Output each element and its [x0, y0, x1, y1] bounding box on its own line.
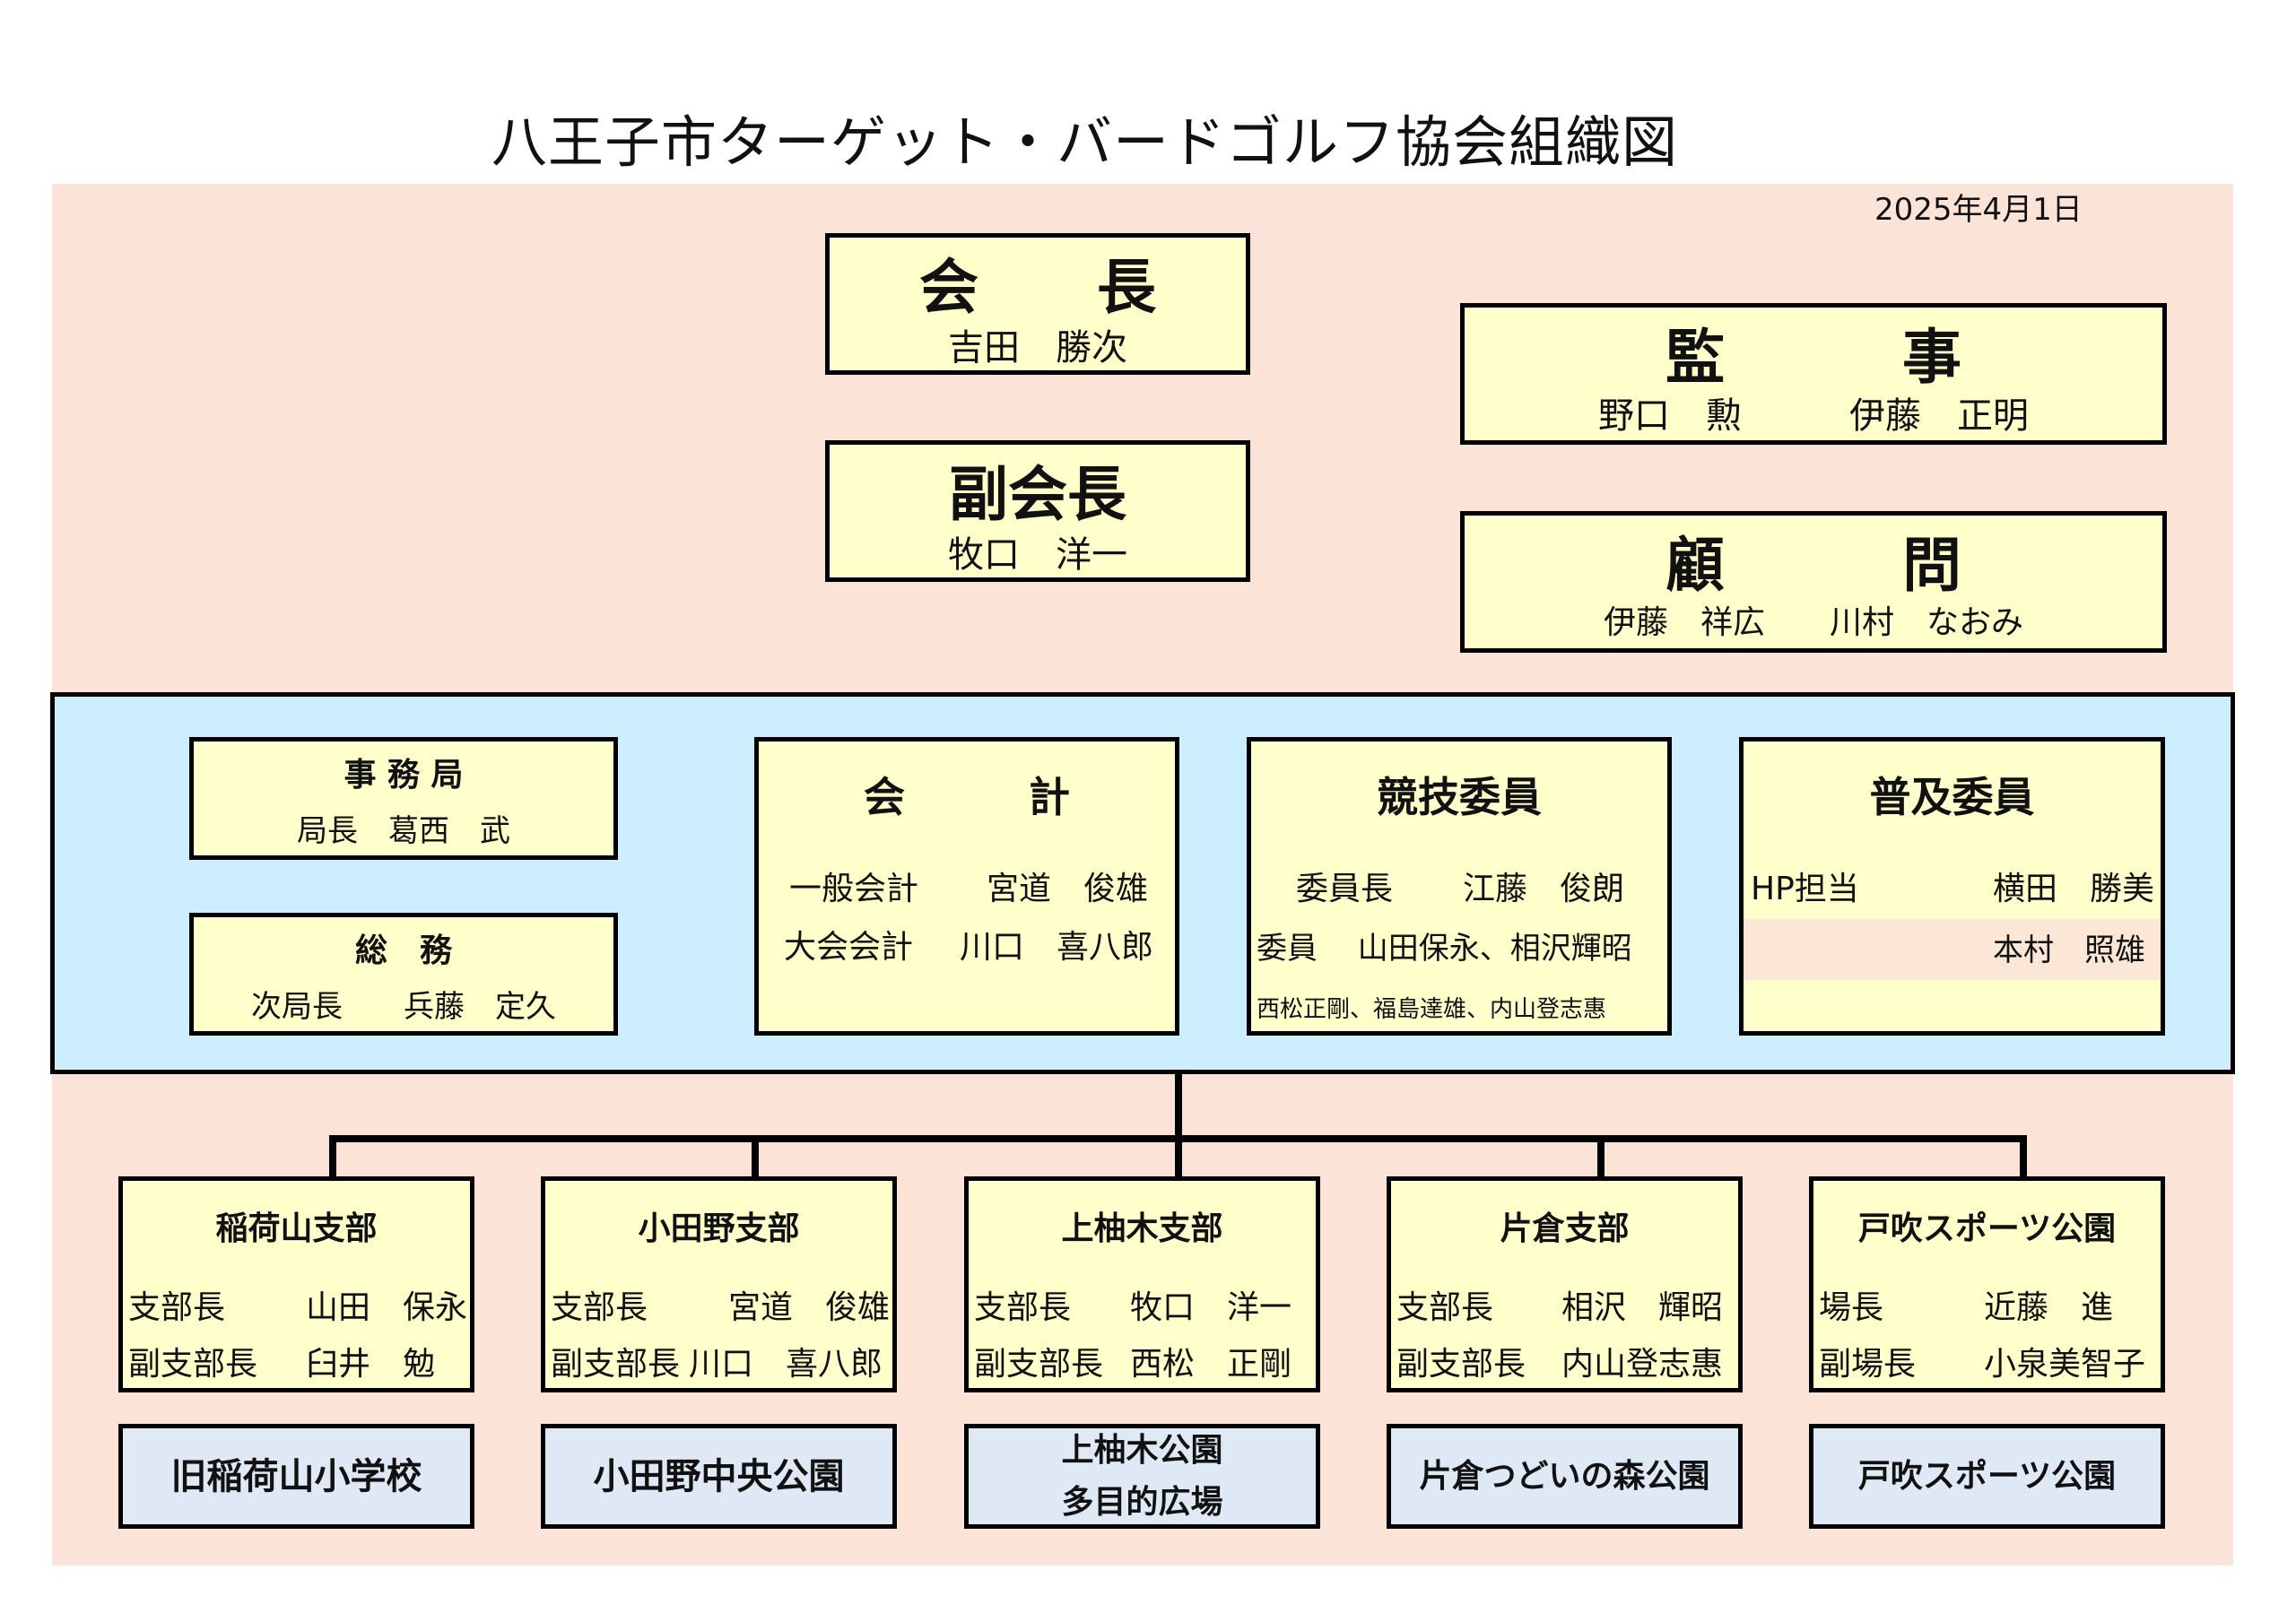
branch-venue-1: 旧稲荷山小学校	[118, 1424, 474, 1529]
branch-venue-3: 上柚木公園 多目的広場	[964, 1424, 1320, 1529]
vice-president-heading: 副会長	[949, 460, 1126, 529]
branch-role-1: 支部長	[1396, 1289, 1494, 1326]
secretariat-box: 事 務 局 局長 葛西 武	[189, 737, 618, 860]
general-affairs-box: 総 務 次局長 兵藤 定久	[189, 913, 618, 1036]
promotion-box: 普及委員 HP担当 横田 勝美 本村 照雄	[1739, 737, 2165, 1036]
advisor-heading: 顧 問	[1665, 531, 1961, 600]
venue-line-1: 戸吹スポーツ公園	[1857, 1457, 2117, 1495]
connector-trunk	[1175, 1074, 1182, 1139]
branch-role-2: 副場長	[1819, 1346, 1917, 1383]
venue-line-1: 片倉つどいの森公園	[1419, 1457, 1710, 1495]
branch-person-2: 臼井 勉	[306, 1346, 436, 1383]
advisor-names: 伊藤 祥広 川村 なおみ	[1603, 604, 2023, 641]
general-affairs-heading: 総 務	[354, 932, 452, 969]
promotion-name-1: 横田 勝美	[1993, 871, 2155, 907]
president-heading: 会 長	[919, 253, 1156, 322]
president-box: 会 長 吉田 勝次	[825, 233, 1250, 375]
branch-box-2: 小田野支部 支部長 宮道 俊雄 副支部長 川口 喜八郎	[541, 1176, 897, 1392]
branch-name: 稲荷山支部	[215, 1210, 378, 1247]
competition-role-1: 委員長	[1296, 871, 1394, 907]
date-label: 2025年4月1日	[1874, 192, 2083, 228]
branch-person-2: 西松 正剛	[1130, 1346, 1292, 1383]
vice-president-box: 副会長 牧口 洋一	[825, 440, 1250, 582]
promotion-name-2: 本村 照雄	[1993, 932, 2145, 968]
branch-venue-4: 片倉つどいの森公園	[1387, 1424, 1743, 1529]
branch-role-2: 副支部長	[551, 1346, 681, 1383]
venue-line-2: 多目的広場	[1061, 1483, 1223, 1521]
branch-name: 上柚木支部	[1061, 1210, 1223, 1247]
branch-role-2: 副支部長	[974, 1346, 1104, 1383]
accounting-role-1: 一般会計	[789, 871, 919, 907]
competition-box: 競技委員 委員長 江藤 俊朗 委員 山田保永、相沢輝昭 西松正剛、福島達雄、内山…	[1247, 737, 1672, 1036]
branch-role-2: 副支部長	[128, 1346, 258, 1383]
competition-name-1: 江藤 俊朗	[1463, 871, 1625, 907]
competition-heading: 競技委員	[1377, 773, 1542, 821]
branch-person-1: 山田 保永	[306, 1289, 468, 1326]
accounting-name-1: 宮道 俊雄	[987, 871, 1149, 907]
branch-person-1: 相沢 輝昭	[1561, 1289, 1724, 1326]
connector-drop-3	[1175, 1135, 1182, 1178]
accounting-heading: 会 計	[864, 773, 1070, 821]
branch-person-2: 川口 喜八郎	[689, 1346, 883, 1383]
promotion-heading: 普及委員	[1869, 773, 2035, 821]
branch-person-1: 牧口 洋一	[1130, 1289, 1292, 1326]
auditor-heading: 監 事	[1665, 323, 1961, 392]
competition-row-3: 西松正剛、福島達雄、内山登志惠	[1257, 996, 1607, 1023]
branch-name: 戸吹スポーツ公園	[1857, 1210, 2117, 1247]
secretariat-line: 局長 葛西 武	[297, 813, 510, 849]
accounting-role-2: 大会会計	[784, 929, 914, 966]
page-title: 八王子市ターゲット・バードゴルフ協会組織図	[491, 109, 1679, 175]
branch-name: 片倉支部	[1500, 1210, 1630, 1247]
branch-name: 小田野支部	[638, 1210, 800, 1247]
connector-drop-5	[2020, 1135, 2027, 1178]
branch-person-2: 内山登志惠	[1561, 1346, 1724, 1383]
venue-line-1: 旧稲荷山小学校	[170, 1455, 422, 1497]
connector-drop-2	[752, 1135, 759, 1178]
vice-president-name: 牧口 洋一	[948, 534, 1127, 576]
auditor-box: 監 事 野口 勲 伊藤 正明	[1460, 303, 2167, 445]
accounting-name-2: 川口 喜八郎	[960, 929, 1154, 966]
secretariat-heading: 事 務 局	[344, 757, 464, 794]
accounting-box: 会 計 一般会計 宮道 俊雄 大会会計 川口 喜八郎	[754, 737, 1179, 1036]
branch-role-1: 支部長	[551, 1289, 648, 1326]
branch-role-2: 副支部長	[1396, 1346, 1526, 1383]
branch-person-2: 小泉美智子	[1984, 1346, 2146, 1383]
venue-line-1: 上柚木公園	[1061, 1431, 1223, 1469]
venue-line-1: 小田野中央公園	[593, 1455, 845, 1497]
branch-role-1: 支部長	[974, 1289, 1072, 1326]
auditor-names: 野口 勲 伊藤 正明	[1598, 395, 2029, 437]
branch-box-4: 片倉支部 支部長 相沢 輝昭 副支部長 内山登志惠	[1387, 1176, 1743, 1392]
branch-role-1: 支部長	[128, 1289, 226, 1326]
branch-role-1: 場長	[1819, 1289, 1884, 1326]
branch-box-1: 稲荷山支部 支部長 山田 保永 副支部長 臼井 勉	[118, 1176, 474, 1392]
branch-box-3: 上柚木支部 支部長 牧口 洋一 副支部長 西松 正剛	[964, 1176, 1320, 1392]
branch-box-5: 戸吹スポーツ公園 場長 近藤 進 副場長 小泉美智子	[1809, 1176, 2165, 1392]
connector-drop-1	[329, 1135, 336, 1178]
branch-person-1: 近藤 進	[1984, 1289, 2114, 1326]
branch-person-1: 宮道 俊雄	[728, 1289, 891, 1326]
advisor-box: 顧 問 伊藤 祥広 川村 なおみ	[1460, 511, 2167, 653]
branch-venue-5: 戸吹スポーツ公園	[1809, 1424, 2165, 1529]
connector-drop-4	[1597, 1135, 1605, 1178]
promotion-band	[1744, 919, 2161, 980]
general-affairs-line: 次局長 兵藤 定久	[251, 989, 556, 1025]
promotion-role-1: HP担当	[1751, 871, 1859, 907]
competition-row-2: 委員 山田保永、相沢輝昭	[1257, 931, 1632, 967]
branch-venue-2: 小田野中央公園	[541, 1424, 897, 1529]
president-name: 吉田 勝次	[948, 327, 1127, 369]
